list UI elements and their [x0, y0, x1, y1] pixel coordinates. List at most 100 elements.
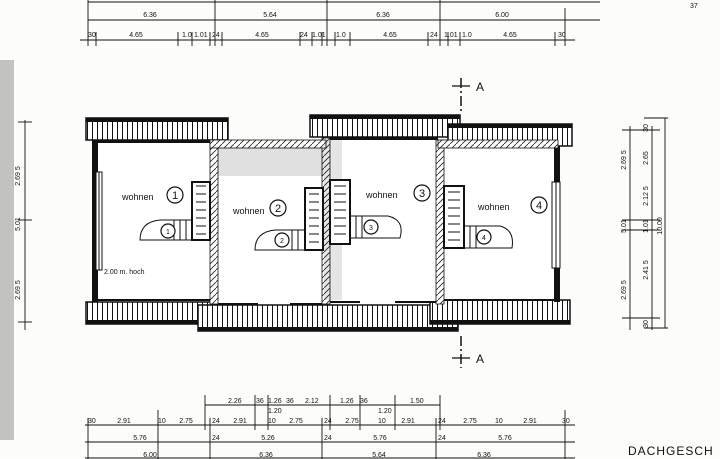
bottom-dim-r1-2: 10: [158, 418, 166, 425]
bottom-dim-r1-15: 2.91: [523, 418, 537, 425]
right-dim-7: 2.69 5: [621, 280, 628, 300]
top-dimension-texts: 6.36 5.64 6.36 6.00 30 4.65 1.0 1.01 24 …: [88, 12, 566, 39]
bottom-dim-r1-3: 2.75: [179, 418, 193, 425]
bottom-dim-r2-5: 24: [438, 435, 446, 442]
stair-4-marker: [476, 229, 492, 245]
left-dim-0: 2.69 5: [15, 166, 22, 186]
bottom-dim-r1-5: 2.91: [233, 418, 247, 425]
top-dim-row2-7: 1.01: [312, 32, 326, 39]
bottom-dim-r2-1: 24: [212, 435, 220, 442]
top-dim-row2-2: 1.0: [182, 32, 192, 39]
left-dim-1: 5.01: [15, 217, 22, 231]
wall-3-4: [435, 139, 445, 305]
bottom-dim-r0-7: 1.50: [410, 398, 424, 405]
drawing-title: DACHGESCH: [628, 444, 714, 458]
left-dimensions: 2.69 5 5.01 2.69 5: [15, 120, 32, 330]
section-label-top: A: [476, 80, 484, 94]
top-dim-row2-8: 1.0: [336, 32, 346, 39]
bottom-dim-r3-3: 6.36: [477, 452, 491, 459]
bottom-dim-r0-0: 2.26: [228, 398, 242, 405]
bottom-dim-r1-12: 24: [438, 418, 446, 425]
bottom-dim-r1-10: 10: [378, 418, 386, 425]
bottom-dim-sub-1: 1.20: [378, 408, 392, 415]
room-2-number: 2: [275, 203, 281, 215]
stair-3-number: 3: [369, 225, 373, 232]
room-2-marker: [269, 199, 287, 217]
top-dim-row2-12: 1.0: [462, 32, 472, 39]
top-dim-3: 6.36: [376, 12, 390, 19]
top-dim-row2-13: 4.65: [503, 32, 517, 39]
top-dim-row2-3: 1.01: [194, 32, 208, 39]
height-note: 2.00 m. hoch: [104, 269, 145, 276]
staircase-4: [443, 185, 513, 249]
top-dim-row2-10: 24: [430, 32, 438, 39]
stair-2-number: 2: [280, 238, 284, 245]
bottom-dim-r1-11: 2.91: [401, 418, 415, 425]
top-dim-2: 5.64: [263, 12, 277, 19]
stair-1-number: 1: [166, 229, 170, 236]
bottom-dim-r3-1: 6.36: [259, 452, 273, 459]
bottom-dim-r0-3: 36: [286, 398, 294, 405]
top-dim-row2-4: 24: [212, 32, 220, 39]
room-3-marker: [413, 184, 431, 202]
stair-1-marker: [160, 223, 176, 239]
balcony-bottom-2: [197, 304, 459, 332]
stair-3-marker: [363, 219, 379, 235]
bottom-dim-r1-16: 30: [562, 418, 570, 425]
bottom-dim-r2-4: 5.76: [373, 435, 387, 442]
right-dim-2: 2.65: [643, 151, 650, 165]
bottom-dim-r1-0: 30: [88, 418, 96, 425]
bottom-dim-r0-6: 36: [360, 398, 368, 405]
top-dim-4: 6.00: [495, 12, 509, 19]
right-dim-1: 2.69 5: [621, 150, 628, 170]
bottom-dim-r1-13: 2.75: [463, 418, 477, 425]
room-4-number: 4: [536, 200, 542, 212]
top-dim-row2-1: 4.65: [129, 32, 143, 39]
right-dim-4: 5.01: [621, 219, 628, 233]
right-dimensions: 30 2.69 5 2.65 2.12 5 5.01 1.01 10.00 2.…: [621, 117, 668, 330]
room-3-number: 3: [419, 188, 425, 200]
bottom-dim-r1-4: 24: [212, 418, 220, 425]
room-2-label: wohnen: [232, 206, 265, 216]
page-number: 37: [690, 3, 698, 10]
bottom-dim-r1-7: 2.75: [289, 418, 303, 425]
right-dim-9: 30: [643, 320, 650, 328]
staircase-2: [254, 187, 324, 251]
wall-1-2: [209, 139, 219, 305]
room-4-label: wohnen: [477, 202, 510, 212]
stair-4-number: 4: [482, 235, 486, 242]
staircase-1: [139, 181, 211, 241]
right-dim-6: 10.00: [657, 217, 664, 235]
top-dim-row2-0: 30: [88, 32, 96, 39]
bottom-dimension-lines: [85, 395, 575, 459]
bottom-dim-r1-14: 10: [495, 418, 503, 425]
top-dim-row2-14: 30: [558, 32, 566, 39]
section-marker-top: A: [452, 78, 484, 112]
room-1-marker: [166, 186, 184, 204]
top-dim-row2-5: 4.65: [255, 32, 269, 39]
top-dim-row2-11: 1.01: [444, 32, 458, 39]
section-label-bottom: A: [476, 352, 484, 366]
room-1-label: wohnen: [121, 192, 154, 202]
bottom-dim-r2-2: 5.26: [261, 435, 275, 442]
bottom-dim-r1-9: 2.75: [345, 418, 359, 425]
top-dim-1: 6.36: [143, 12, 157, 19]
right-dim-5: 1.01: [643, 219, 650, 233]
right-dim-0: 30: [643, 124, 650, 132]
left-dim-2: 2.69 5: [15, 280, 22, 300]
bottom-dim-r3-0: 6.00: [143, 452, 157, 459]
staircase-3: [329, 179, 402, 245]
bottom-dim-r0-4: 2.12: [305, 398, 319, 405]
right-dim-3: 2.12 5: [643, 186, 650, 206]
bottom-dim-r2-6: 5.76: [498, 435, 512, 442]
bottom-dim-r3-2: 5.64: [372, 452, 386, 459]
stair-2-marker: [274, 232, 290, 248]
bottom-dim-r0-5: 1.26: [340, 398, 354, 405]
bottom-dim-r2-3: 24: [324, 435, 332, 442]
floor-plan: wohnen 1 1 2.00 m. hoch wohnen 2 2 wohne…: [85, 114, 573, 332]
room-1-number: 1: [172, 190, 178, 202]
bottom-dim-sub-0: 1.20: [268, 408, 282, 415]
wall-left: [92, 140, 98, 302]
